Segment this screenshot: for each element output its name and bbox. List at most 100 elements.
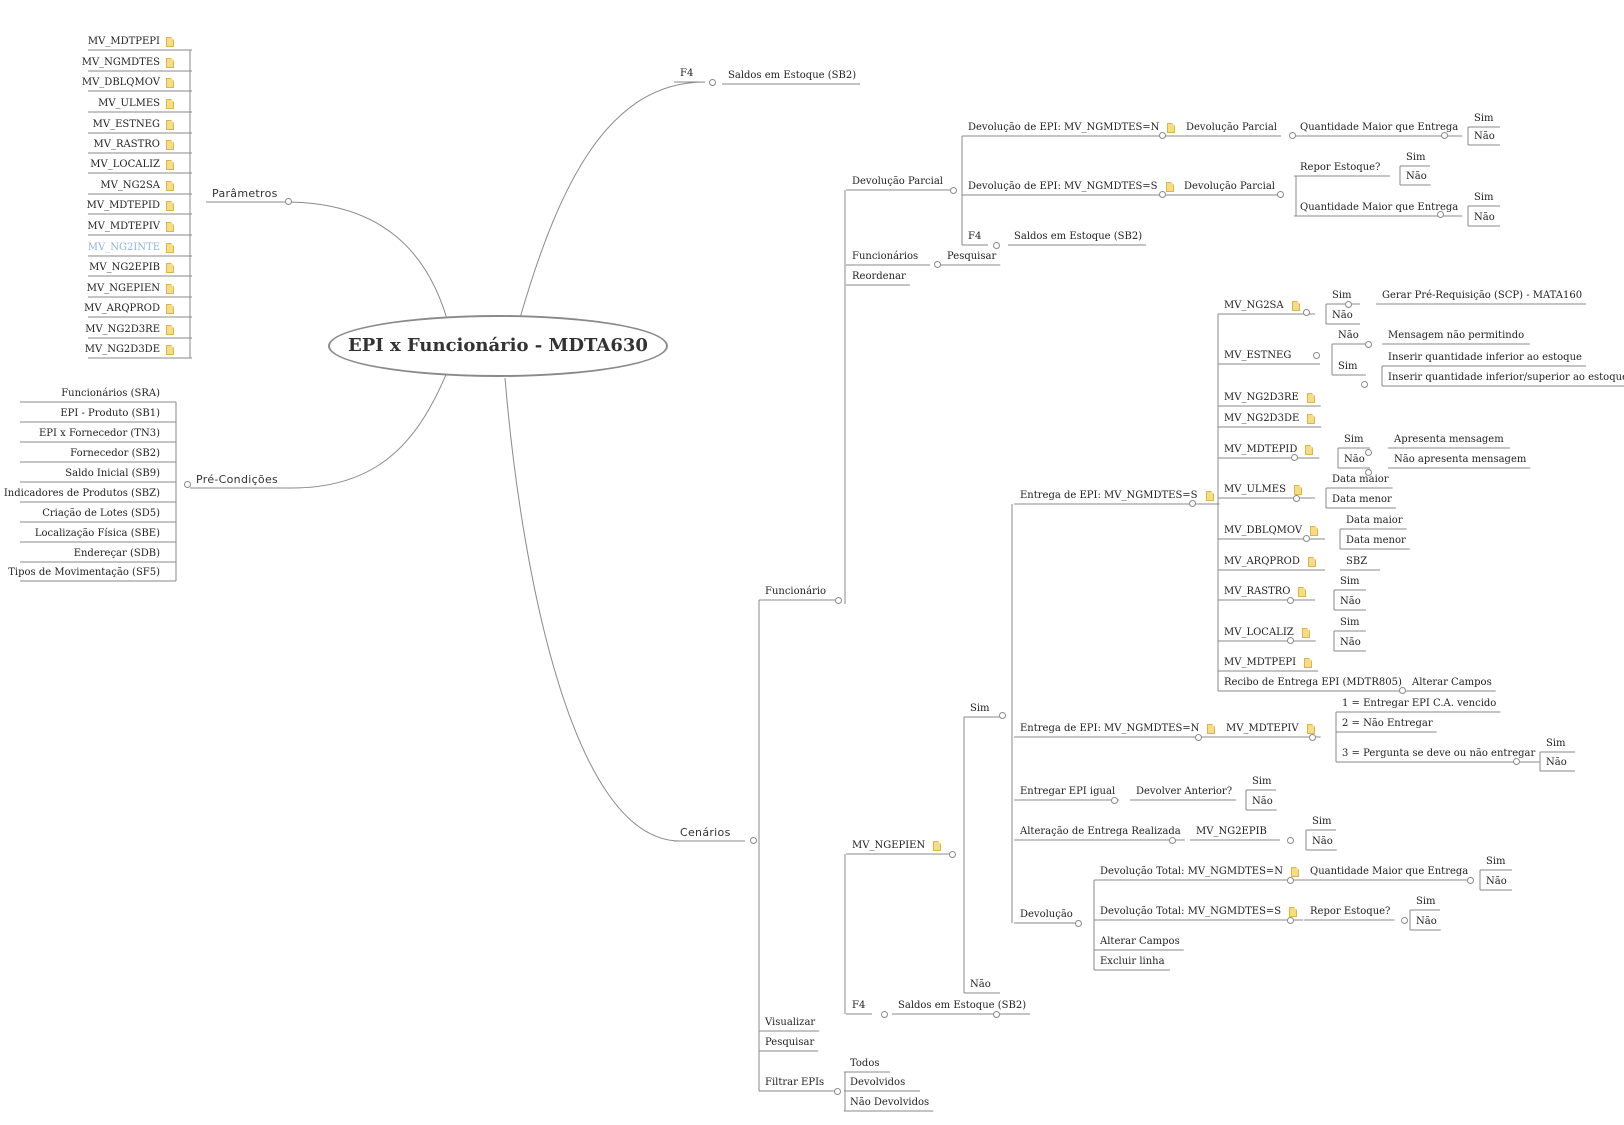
node-c7[interactable]: Criação de Lotes (SD5): [42, 508, 160, 519]
collapse-toggle-icon[interactable]: [1293, 495, 1300, 502]
node-es_ng2sa_s[interactable]: Sim: [1332, 290, 1352, 301]
node-es_d3re[interactable]: MV_NG2D3RE: [1224, 392, 1299, 403]
node-dps_qm_s[interactable]: Sim: [1474, 192, 1494, 203]
node-es_pepi[interactable]: MV_MDTPEPI: [1224, 657, 1297, 668]
note-icon[interactable]: [1207, 724, 1216, 734]
node-visualizar[interactable]: Visualizar: [765, 1017, 816, 1028]
node-devparc[interactable]: Devolução Parcial: [852, 176, 943, 187]
node-c8[interactable]: Localização Física (SBE): [34, 528, 160, 539]
node-p15[interactable]: MV_NG2D3RE: [85, 324, 160, 335]
collapse-toggle-icon[interactable]: [949, 851, 956, 858]
node-dpn_s[interactable]: Sim: [1474, 113, 1494, 124]
note-icon[interactable]: [1307, 414, 1316, 424]
node-precond[interactable]: Pré-Condições: [196, 473, 279, 486]
note-icon[interactable]: [166, 304, 174, 314]
collapse-toggle-icon[interactable]: [1365, 341, 1372, 348]
node-es_ulmes1[interactable]: Data maior: [1332, 474, 1389, 485]
node-p6[interactable]: MV_RASTRO: [93, 139, 160, 150]
node-p13[interactable]: MV_NGEPIEN: [86, 283, 160, 294]
node-f4top[interactable]: F4: [680, 68, 694, 79]
collapse-toggle-icon[interactable]: [1365, 469, 1372, 476]
node-es_epid_n1[interactable]: Não apresenta mensagem: [1394, 454, 1527, 465]
note-icon[interactable]: [1165, 182, 1174, 192]
node-es_dblq[interactable]: MV_DBLQMOV: [1224, 525, 1303, 536]
node-es_estneg[interactable]: MV_ESTNEG: [1224, 350, 1292, 361]
collapse-toggle-icon[interactable]: [1345, 301, 1352, 308]
node-dps_rep[interactable]: Repor Estoque?: [1300, 162, 1381, 173]
node-es_epid_s[interactable]: Sim: [1344, 434, 1364, 445]
node-en[interactable]: Entrega de EPI: MV_NGMDTES=N: [1020, 723, 1200, 734]
node-es_dblq1[interactable]: Data maior: [1346, 515, 1403, 526]
node-p7[interactable]: MV_LOCALIZ: [90, 159, 160, 170]
node-es_epid_n[interactable]: Não: [1344, 454, 1365, 465]
node-alt1[interactable]: MV_NG2EPIB: [1196, 826, 1267, 837]
note-icon[interactable]: [1306, 724, 1315, 734]
node-c2[interactable]: EPI - Produto (SB1): [60, 408, 160, 419]
node-dts_n[interactable]: Não: [1416, 916, 1437, 927]
node-es_local_s[interactable]: Sim: [1340, 617, 1360, 628]
node-es_estneg_s1[interactable]: Inserir quantidade inferior ao estoque: [1388, 352, 1582, 363]
node-funcs_pesq[interactable]: Pesquisar: [947, 251, 997, 262]
collapse-toggle-icon[interactable]: [1159, 191, 1166, 198]
note-icon[interactable]: [166, 263, 174, 273]
node-es_ulmes2[interactable]: Data menor: [1332, 494, 1392, 505]
node-p8[interactable]: MV_NG2SA: [100, 180, 160, 191]
node-en_o3[interactable]: 3 = Pergunta se deve ou não entregar: [1342, 748, 1536, 759]
note-icon[interactable]: [166, 181, 174, 191]
node-dpn1[interactable]: Devolução Parcial: [1186, 122, 1277, 133]
node-c10[interactable]: Tipos de Movimentação (SF5): [8, 567, 160, 578]
collapse-toggle-icon[interactable]: [1399, 687, 1406, 694]
note-icon[interactable]: [1289, 907, 1298, 917]
note-icon[interactable]: [166, 78, 174, 88]
collapse-toggle-icon[interactable]: [1195, 734, 1202, 741]
note-icon[interactable]: [1205, 491, 1214, 501]
note-icon[interactable]: [1306, 393, 1315, 403]
collapse-toggle-icon[interactable]: [1169, 837, 1176, 844]
node-p3[interactable]: MV_DBLQMOV: [81, 77, 160, 88]
note-icon[interactable]: [1301, 628, 1310, 638]
collapse-toggle-icon[interactable]: [1467, 877, 1474, 884]
note-icon[interactable]: [1310, 526, 1319, 536]
note-icon[interactable]: [166, 243, 174, 253]
node-c9[interactable]: Endereçar (SDB): [73, 548, 160, 559]
node-sim[interactable]: Sim: [970, 703, 990, 714]
collapse-toggle-icon[interactable]: [1075, 920, 1082, 927]
node-es_rastro_s[interactable]: Sim: [1340, 576, 1360, 587]
node-c6[interactable]: Indicadores de Produtos (SBZ): [3, 488, 160, 499]
note-icon[interactable]: [166, 325, 174, 335]
node-dps_qm_n[interactable]: Não: [1474, 212, 1495, 223]
node-parametros[interactable]: Parâmetros: [212, 187, 278, 200]
collapse-toggle-icon[interactable]: [1303, 535, 1310, 542]
node-dp_f4sub[interactable]: Saldos em Estoque (SB2): [1014, 231, 1143, 242]
collapse-toggle-icon[interactable]: [1159, 132, 1166, 139]
node-filtrar[interactable]: Filtrar EPIs: [765, 1077, 825, 1088]
node-f4bsub[interactable]: Saldos em Estoque (SB2): [898, 1000, 1027, 1011]
note-icon[interactable]: [1298, 587, 1307, 597]
collapse-toggle-icon[interactable]: [1365, 449, 1372, 456]
node-dts_s[interactable]: Sim: [1416, 896, 1436, 907]
collapse-toggle-icon[interactable]: [834, 1088, 841, 1095]
node-funcionario[interactable]: Funcionário: [765, 586, 827, 597]
node-nao[interactable]: Não: [970, 979, 991, 990]
node-devolvidos[interactable]: Devolvidos: [850, 1077, 906, 1088]
node-es_ng2sa[interactable]: MV_NG2SA: [1224, 300, 1284, 311]
node-c5[interactable]: Saldo Inicial (SB9): [65, 468, 160, 479]
node-funcs[interactable]: Funcionários: [852, 251, 919, 262]
node-en_o2[interactable]: 2 = Não Entregar: [1342, 718, 1433, 729]
note-icon[interactable]: [166, 345, 174, 355]
node-c1[interactable]: Funcionários (SRA): [61, 388, 160, 399]
collapse-toggle-icon[interactable]: [1437, 211, 1444, 218]
node-alt_s[interactable]: Sim: [1312, 816, 1332, 827]
collapse-toggle-icon[interactable]: [1401, 917, 1408, 924]
node-dpn_n[interactable]: Não: [1474, 131, 1495, 142]
note-icon[interactable]: [1293, 485, 1302, 495]
node-es_arq1[interactable]: SBZ: [1346, 556, 1368, 567]
collapse-toggle-icon[interactable]: [1287, 837, 1294, 844]
node-es_ng2sa_n[interactable]: Não: [1332, 310, 1353, 321]
node-p5[interactable]: MV_ESTNEG: [92, 119, 160, 130]
node-es_rastro_n[interactable]: Não: [1340, 596, 1361, 607]
node-dtn1[interactable]: Quantidade Maior que Entrega: [1310, 866, 1469, 877]
node-cenarios[interactable]: Cenários: [680, 826, 731, 839]
node-dps_rep_s[interactable]: Sim: [1406, 152, 1426, 163]
collapse-toggle-icon[interactable]: [1441, 132, 1448, 139]
